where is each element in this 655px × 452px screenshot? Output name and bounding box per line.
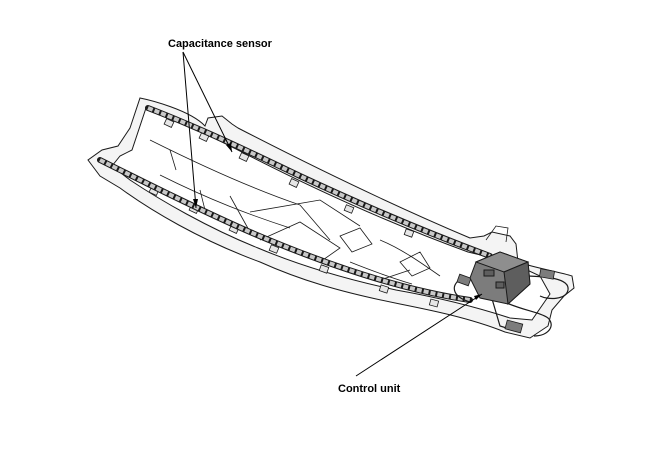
arrowhead-capacitance-lower xyxy=(193,199,198,208)
label-capacitance-sensor: Capacitance sensor xyxy=(168,38,273,50)
capacitance-sensor-upper xyxy=(145,105,493,259)
harness-connectors xyxy=(456,268,556,334)
arrowhead-capacitance-upper xyxy=(226,143,232,152)
leader-control-unit xyxy=(355,293,483,377)
control-unit xyxy=(469,251,531,306)
tray-clips xyxy=(148,118,440,308)
seat-tray xyxy=(87,97,575,339)
leader-lines xyxy=(182,51,483,377)
leader-arrowheads xyxy=(193,143,482,300)
tray-inner-surface xyxy=(111,107,551,321)
arrowhead-control-unit xyxy=(474,294,482,300)
leader-capacitance-lower xyxy=(182,51,197,209)
label-control-unit: Control unit xyxy=(338,383,401,395)
leader-capacitance-upper xyxy=(182,51,233,153)
capacitance-sensor-lower xyxy=(97,157,473,303)
